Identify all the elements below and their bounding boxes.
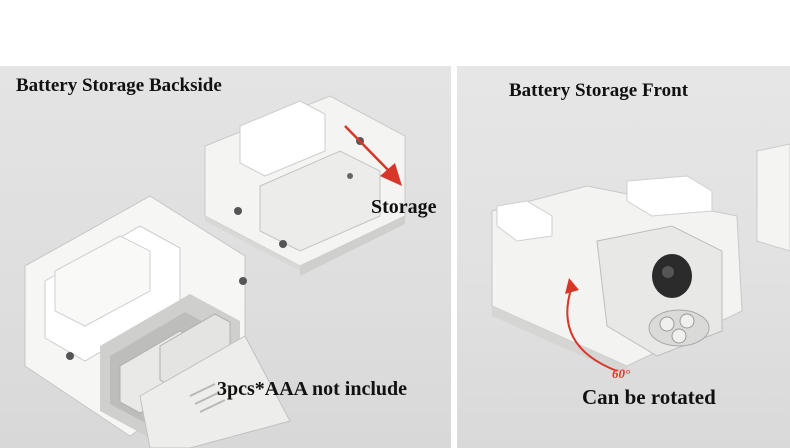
backside-title: Battery Storage Backside	[16, 75, 222, 96]
panel-divider	[451, 66, 457, 448]
rotation-arrow	[565, 278, 618, 372]
front-photo	[491, 143, 790, 376]
storage-arrow	[344, 125, 402, 186]
open-unit	[24, 195, 291, 448]
rotation-label: Can be rotated	[582, 385, 716, 409]
battery-note: 3pcs*AAA not include	[217, 378, 408, 400]
angle-label: 60°	[612, 366, 631, 381]
sensor-unit	[491, 143, 790, 376]
rear-unit	[204, 95, 406, 276]
front-title: Battery Storage Front	[509, 80, 689, 101]
front-photo-panel	[457, 66, 790, 448]
backside-photo-panel	[0, 66, 451, 448]
backside-photo	[24, 95, 406, 448]
storage-label: Storage	[371, 196, 437, 218]
